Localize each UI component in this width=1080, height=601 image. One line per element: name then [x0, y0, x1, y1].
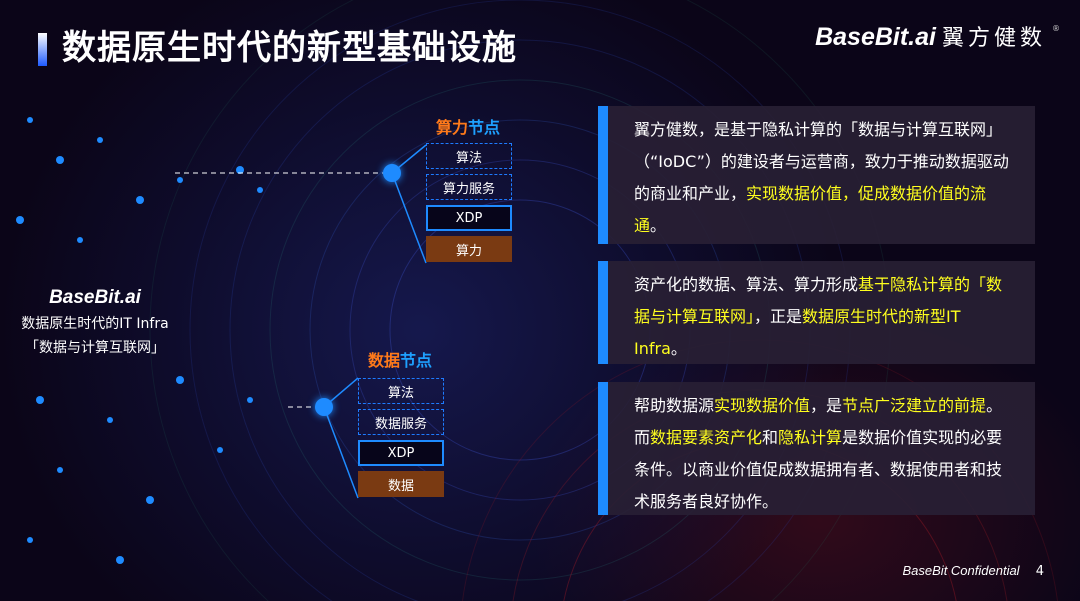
left-brand-block: BaseBit.ai 数据原生时代的IT Infra 「数据与计算互联网」: [0, 287, 190, 357]
compute-node-title: 算力节点: [436, 114, 500, 138]
data-node-title-b: 节点: [400, 351, 433, 370]
page-title: 数据原生时代的新型基础设施: [62, 28, 517, 68]
compute-node-stack: 算法 算力服务 XDP 算力: [426, 143, 512, 267]
data-box-xdp: XDP: [358, 440, 444, 466]
left-brand-logo: BaseBit.ai: [49, 287, 141, 308]
left-brand-line2: 「数据与计算互联网」: [25, 340, 165, 356]
data-box-service: 数据服务: [358, 409, 444, 435]
card1-text-end: 。: [650, 216, 667, 235]
card2-highlight-1: 基于隐私计算的「数据与计算互联网」: [634, 275, 1003, 326]
title-accent-bar: [38, 33, 47, 66]
data-node-title-a: 数据: [368, 351, 401, 370]
info-card-3: 帮助数据源实现数据价值，是节点广泛建立的前提。而数据要素资产化和隐私计算是数据价…: [598, 382, 1035, 515]
logo-text-cn: 翼方健数: [941, 26, 1046, 51]
card2-text-mid: ，正是: [754, 307, 803, 326]
info-card-1: 翼方健数，是基于隐私计算的「数据与计算互联网」（“IoDC”）的建设者与运营商，…: [598, 106, 1035, 244]
compute-box-power: 算力: [426, 236, 512, 262]
data-box-algorithm: 算法: [358, 378, 444, 404]
compute-node-title-b: 节点: [468, 118, 501, 137]
card3-highlight-2: 节点广泛建立的前提: [842, 396, 987, 415]
page-number: 4: [1035, 564, 1044, 579]
data-node-dot: [315, 398, 333, 416]
card3-highlight-4: 隐私计算: [778, 428, 843, 447]
confidential-label: BaseBit Confidential: [902, 563, 1020, 578]
compute-box-algorithm: 算法: [426, 143, 512, 169]
info-card-2: 资产化的数据、算法、算力形成基于隐私计算的「数据与计算互联网」，正是数据原生时代…: [598, 261, 1035, 364]
card3-text-5: 是数据价值实现的必要条件。以商业价值促成数据拥有者、数据使用者和技术服务者良好协…: [634, 428, 1003, 511]
card2-text-end: 。: [670, 339, 687, 358]
card3-text-3: 。而: [634, 396, 1003, 447]
logo-text-en: BaseBit.ai: [815, 23, 936, 51]
card2-text: 资产化的数据、算法、算力形成: [634, 275, 859, 294]
brand-logo: BaseBit.ai 翼方健数 ®: [815, 20, 1060, 52]
data-box-data: 数据: [358, 471, 444, 497]
left-brand-line1: 数据原生时代的IT Infra: [21, 316, 169, 332]
card1-highlight: 实现数据价值，促成数据价值的流通: [634, 184, 987, 235]
data-node-title: 数据节点: [368, 347, 432, 371]
data-node-stack: 算法 数据服务 XDP 数据: [358, 378, 444, 502]
footer: BaseBit Confidential 4: [903, 563, 1045, 579]
compute-node-dot: [383, 164, 401, 182]
compute-box-service: 算力服务: [426, 174, 512, 200]
card3-text-1: 帮助数据源: [634, 396, 715, 415]
card3-text-4: 和: [762, 428, 779, 447]
compute-box-xdp: XDP: [426, 205, 512, 231]
card3-text-2: ，是: [810, 396, 843, 415]
compute-node-title-a: 算力: [436, 118, 469, 137]
card2-highlight-2: 数据原生时代的新型IT Infra: [634, 307, 961, 358]
card3-highlight-3: 数据要素资产化: [650, 428, 763, 447]
registered-mark: ®: [1052, 24, 1060, 33]
card1-text: 翼方健数，是基于隐私计算的「数据与计算互联网」（“IoDC”）的建设者与运营商，…: [634, 120, 1009, 203]
card3-highlight-1: 实现数据价值: [714, 396, 811, 415]
